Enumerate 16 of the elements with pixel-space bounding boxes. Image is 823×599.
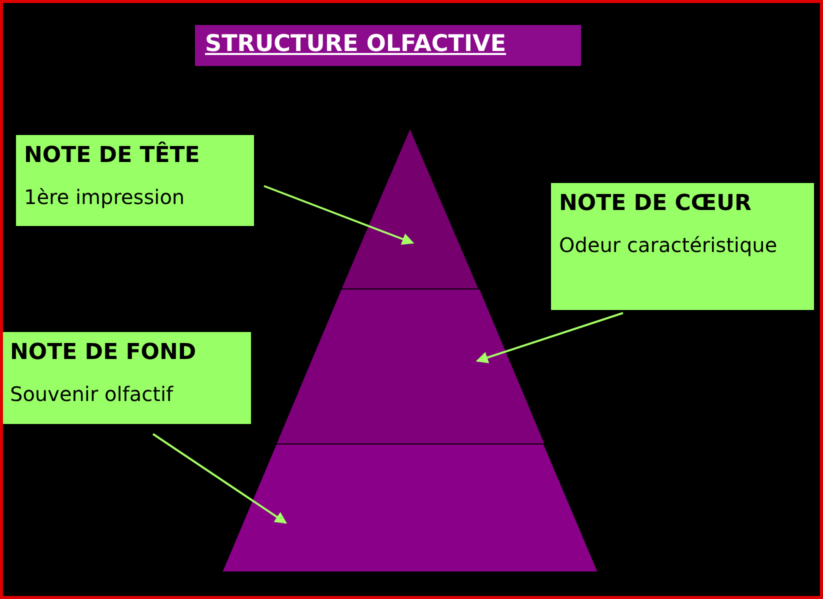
note-heading: NOTE DE FOND [10, 340, 198, 365]
note-heading: NOTE DE TÊTE [24, 143, 201, 168]
note-box [3, 332, 251, 424]
note-description: Souvenir olfactif [10, 381, 174, 408]
arrow [152, 433, 287, 524]
note-description: 1ère impression [24, 184, 186, 211]
note-heading: NOTE DE CŒUR [559, 191, 752, 216]
note-box [551, 183, 814, 310]
note-description: Odeur caractéristique [559, 232, 778, 259]
arrow [264, 185, 414, 245]
arrow [476, 312, 624, 364]
pyramid-tier [222, 444, 598, 572]
pyramid-tier [341, 128, 479, 289]
pyramid-tier [276, 289, 545, 444]
note-box [16, 135, 254, 226]
title: STRUCTURE OLFACTIVE [195, 25, 581, 66]
